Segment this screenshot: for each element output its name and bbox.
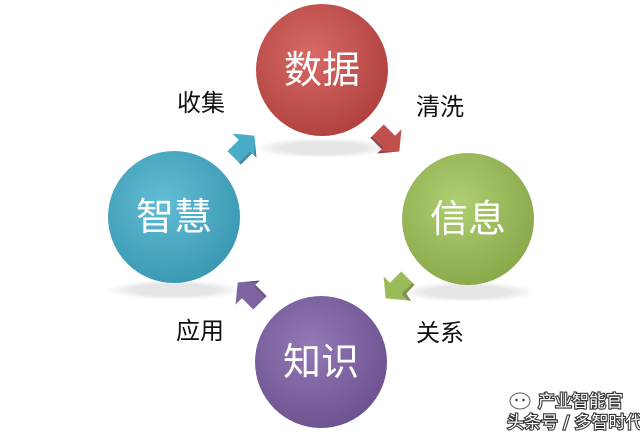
node-knowledge-label: 知识 [283,340,359,384]
watermark-line2: 头条号 / 多智时代 [507,413,640,433]
edge-label-apply: 应用 [176,317,224,345]
node-data-label: 数据 [284,48,360,92]
node-wisdom-circle [108,151,240,283]
arrow-knowledge-to-wisdom [235,280,267,310]
node-data-circle [256,4,388,136]
node-wisdom: 智慧 [106,151,242,300]
node-knowledge-circle [255,296,387,428]
arrow-wisdom-to-data [227,133,257,165]
edge-label-clean: 清洗 [416,93,464,121]
edge-label-collect: 收集 [177,89,225,117]
arrows-layer [227,124,415,310]
arrow-data-to-info [370,124,402,154]
nodes-layer: 数据 信息 知识 智慧 [106,4,536,428]
edge-labels-layer: 清洗 关系 应用 收集 [176,89,464,347]
node-data: 数据 [254,4,390,158]
watermark-line1: 产业智能官 [538,392,623,412]
node-info-circle [402,153,534,285]
node-info-label: 信息 [430,197,506,241]
node-knowledge: 知识 [255,296,387,428]
wechat-logo-icon [508,391,532,411]
node-wisdom-label: 智慧 [136,195,212,239]
watermark: 产业智能官 头条号 / 多智时代 [506,391,640,434]
edge-label-relation: 关系 [416,319,464,347]
node-info: 信息 [400,153,536,302]
